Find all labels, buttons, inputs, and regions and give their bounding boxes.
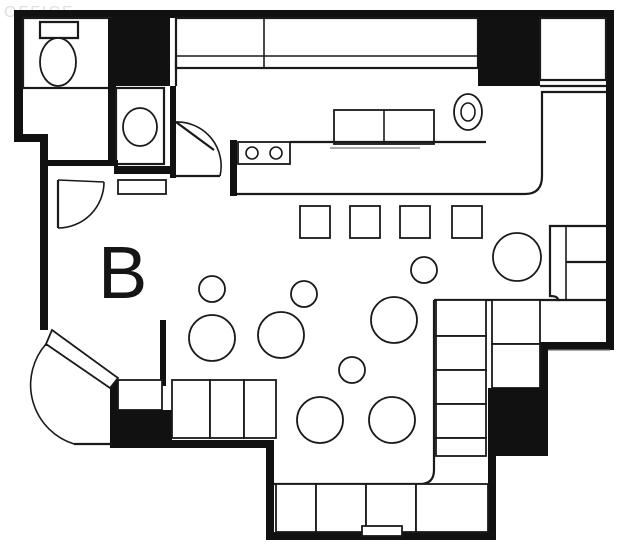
wall-bottom-left-step — [266, 444, 274, 540]
bar-stool — [399, 205, 431, 239]
door-swing-arc — [29, 343, 75, 445]
left-bench — [117, 379, 277, 440]
bar-counter — [237, 90, 606, 196]
corner-cabinet — [538, 16, 608, 82]
booth-seat — [435, 403, 487, 439]
room-label: B — [98, 231, 148, 314]
wall-partition-stub — [160, 320, 166, 386]
washroom-bottom-wall — [48, 160, 118, 166]
toilet-bowl-icon — [39, 37, 77, 87]
wall-left-jog — [14, 134, 48, 142]
bar-stool — [299, 205, 331, 239]
kitchen-door-icon — [170, 86, 222, 178]
bar-stool — [451, 205, 483, 239]
low-shelf — [117, 179, 167, 195]
round-stool — [290, 280, 318, 308]
round-table — [188, 314, 236, 362]
round-table — [296, 396, 344, 444]
sink-base-wall — [114, 166, 170, 174]
round-table — [492, 232, 542, 282]
wall-right-jog — [540, 342, 614, 350]
washroom-wall — [108, 18, 116, 163]
washroom-door-icon — [56, 179, 105, 229]
kitchen-left-wall — [170, 86, 176, 178]
washroom — [21, 16, 170, 195]
wall-left-lower — [40, 134, 48, 330]
round-stool — [338, 356, 366, 384]
bar-stools — [299, 205, 483, 239]
wall-top — [14, 10, 614, 18]
bench-seat — [415, 483, 489, 533]
booth-seat — [491, 343, 541, 389]
wall-right-upper — [606, 10, 614, 350]
upper-counter — [174, 16, 480, 70]
kitchen-sink-icon — [453, 93, 483, 131]
bench-seat — [275, 483, 317, 533]
round-table — [370, 296, 418, 344]
sink-cabinet — [114, 86, 166, 166]
wall-lower-left — [110, 440, 274, 448]
entrance-door-leaf — [44, 328, 120, 390]
booth-seat — [491, 299, 541, 345]
bench-block — [118, 410, 172, 440]
counter-end-wall — [230, 140, 237, 196]
shaft-block — [108, 18, 170, 86]
round-stool — [198, 275, 226, 303]
booth-seat — [435, 335, 487, 371]
booth-seat — [435, 437, 487, 457]
bench-seat — [171, 379, 211, 439]
kitchen — [174, 16, 608, 196]
window-sill — [361, 525, 403, 537]
booth-seat — [435, 369, 487, 405]
booth-seat — [435, 299, 487, 337]
wall-left-bottom — [110, 378, 118, 448]
wall-left-upper — [14, 10, 23, 142]
bench-seat — [243, 379, 277, 439]
bottom-bench — [275, 483, 489, 537]
bench-seat — [315, 483, 367, 533]
round-tables — [188, 232, 542, 444]
wall-bottom-right — [488, 448, 496, 540]
bench-seat — [365, 483, 417, 533]
kitchen-shaft — [478, 18, 540, 86]
round-table — [257, 311, 305, 359]
round-stool — [410, 256, 438, 284]
bench-seat — [117, 379, 163, 411]
wall-right-lower — [540, 342, 548, 454]
toilet-tank — [38, 20, 80, 40]
column-block — [488, 388, 542, 448]
sink-icon — [122, 107, 158, 147]
entrance-door-icon — [29, 328, 120, 446]
wall-right-step — [490, 448, 548, 456]
bar-stool — [349, 205, 381, 239]
booth-seats-right — [435, 299, 542, 457]
bench-seat — [209, 379, 245, 439]
round-table — [368, 396, 416, 444]
